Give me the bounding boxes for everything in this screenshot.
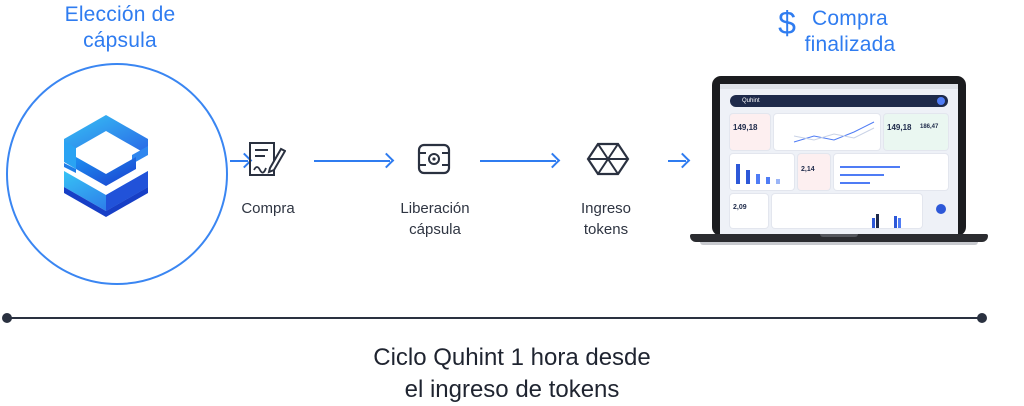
dashboard-kpi-d: 2,14	[801, 166, 815, 173]
capsule-circle	[6, 63, 228, 285]
capsule-release-icon	[417, 143, 451, 175]
dashboard-kpi-b: 149,18	[887, 123, 912, 132]
capsule-title-line1: Elección de	[64, 3, 176, 26]
step-compra-label: Compra	[218, 198, 318, 219]
dollar-icon: $	[778, 5, 796, 41]
finished-title-line2: finalizada	[804, 33, 896, 56]
step-ingreso-line1: Ingreso	[580, 200, 632, 217]
flow-arrow-2	[314, 152, 395, 169]
dashboard-kpi-c: 186,47	[920, 124, 939, 130]
finished-title: Compra finalizada	[798, 6, 902, 58]
dashboard-kpi-a: 149,18	[733, 123, 758, 132]
dashboard-card-kpi-b: 149,18 186,47	[884, 114, 948, 150]
dashboard-navbar: Quhint	[730, 95, 948, 107]
timeline-line	[8, 317, 982, 319]
dashboard-card-bars	[730, 154, 794, 190]
step-ingreso-line2: tokens	[583, 221, 629, 238]
dashboard-card-trend	[774, 114, 880, 150]
timeline-caption-line1: Ciclo Quhint 1 hora desde	[373, 344, 651, 371]
dashboard-chat-icon	[936, 204, 946, 214]
signed-document-icon	[249, 142, 286, 176]
dashboard-card-progress	[834, 154, 948, 190]
timeline-caption-line2: el ingreso de tokens	[404, 376, 620, 403]
step-ingreso-label: Ingreso tokens	[556, 198, 656, 240]
step-liberacion-line1: Liberación	[400, 200, 470, 217]
timeline-end-dot	[977, 313, 987, 323]
dashboard-card-columns	[772, 194, 922, 228]
quhint-capsule-icon	[64, 115, 148, 217]
dashboard-card-kpi-d: 2,14	[798, 154, 830, 190]
dashboard-kpi-e: 2,09	[733, 204, 747, 211]
flow-arrow-3	[480, 152, 561, 169]
laptop: Quhint 149,18 149,18 186,47	[690, 76, 988, 252]
step-liberacion-line2: cápsula	[409, 221, 461, 238]
flow-arrow-4	[668, 152, 691, 169]
step-liberacion-label: Liberación cápsula	[378, 198, 492, 240]
capsule-title-line2: cápsula	[83, 29, 157, 52]
laptop-screen: Quhint 149,18 149,18 186,47	[720, 84, 958, 234]
dashboard-card-kpi-a: 149,18	[730, 114, 770, 150]
step-compra-line1: Compra	[241, 200, 295, 217]
finished-title-line1: Compra	[812, 7, 888, 30]
flow-arrow-1	[230, 152, 253, 169]
tokens-icon	[586, 142, 630, 176]
dashboard-brand: Quhint	[742, 98, 760, 104]
laptop-base	[690, 234, 988, 242]
dashboard-card-kpi-e: 2,09	[730, 194, 768, 228]
timeline-start-dot	[2, 313, 12, 323]
timeline-caption: Ciclo Quhint 1 hora desde el ingreso de …	[312, 342, 712, 406]
capsule-title: Elección de cápsula	[20, 2, 220, 54]
